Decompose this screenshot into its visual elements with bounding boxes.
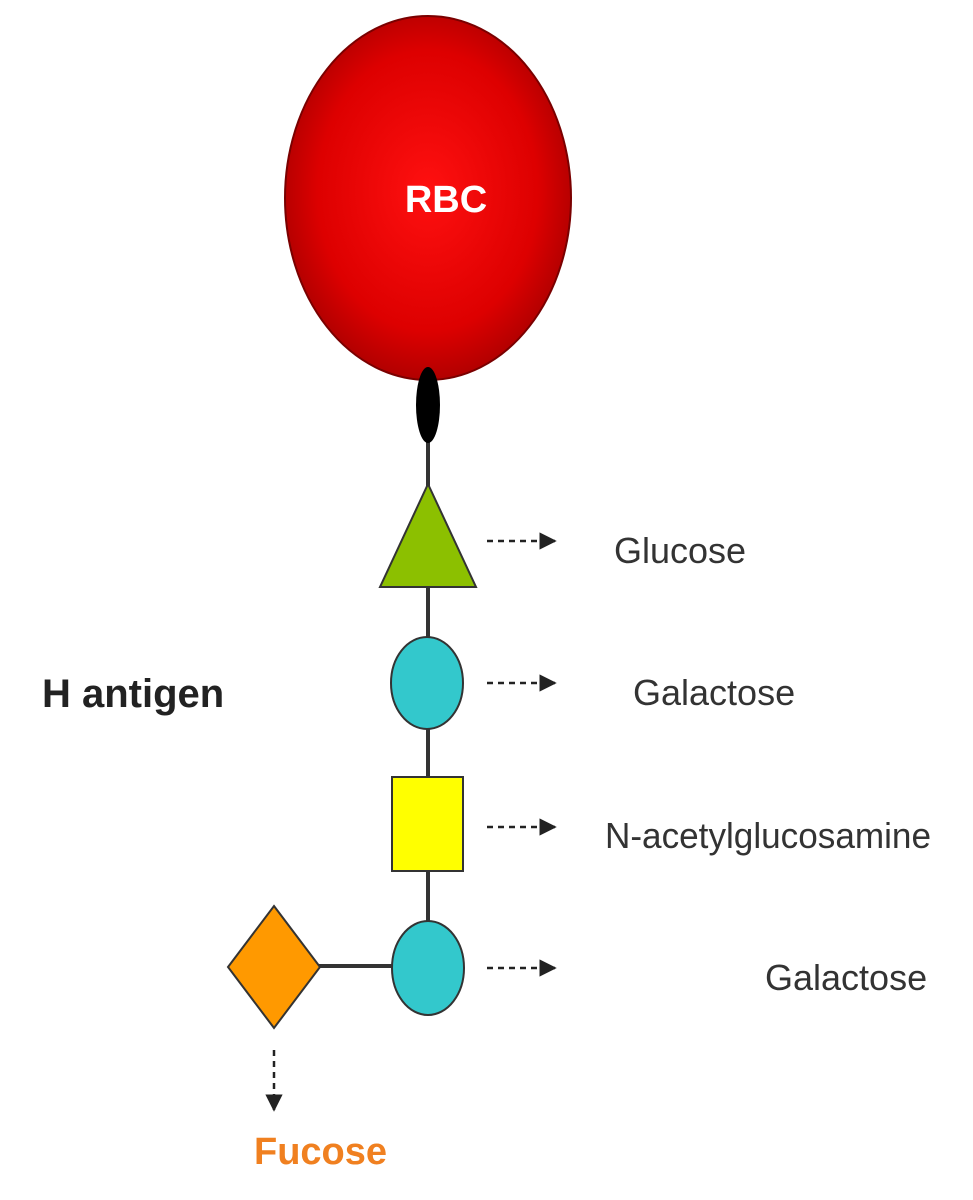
galactose-upper-circle bbox=[390, 636, 464, 730]
galactose-lower-label: Galactose bbox=[765, 957, 927, 998]
glucose-triangle bbox=[378, 481, 478, 588]
galactose-upper-label: Galactose bbox=[633, 672, 795, 713]
h-antigen-label: H antigen bbox=[42, 672, 224, 716]
membrane-anchor bbox=[416, 367, 440, 443]
fucose-label: Fucose bbox=[254, 1131, 387, 1173]
n-acetylglucosamine-square bbox=[391, 776, 464, 872]
n-acetylglucosamine-label: N-acetylglucosamine bbox=[605, 815, 931, 856]
fucose-diamond bbox=[226, 904, 322, 1030]
glucose-label: Glucose bbox=[614, 530, 746, 571]
galactose-lower-circle bbox=[391, 920, 465, 1016]
rbc-label: RBC bbox=[405, 179, 487, 221]
